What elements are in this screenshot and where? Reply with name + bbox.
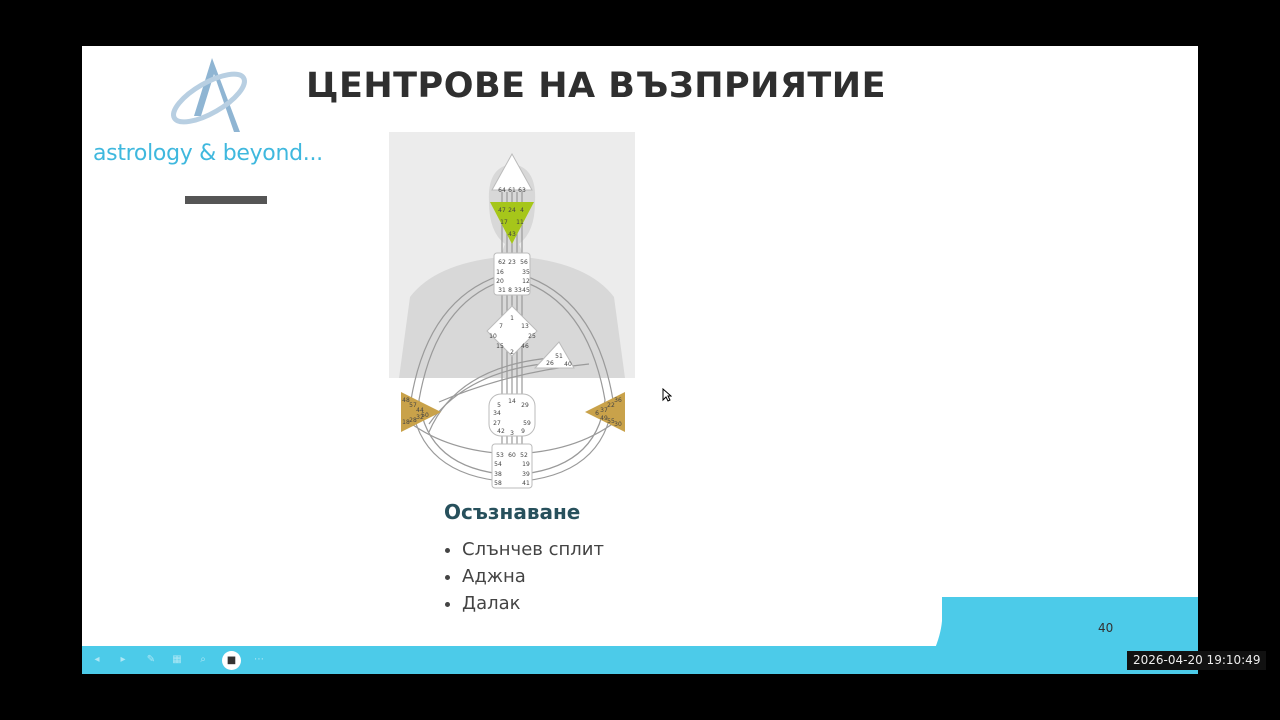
recording-timestamp: 2026-04-20 19:10:49 bbox=[1127, 651, 1267, 670]
slide-title: ЦЕНТРОВЕ НА ВЪЗПРИЯТИЕ bbox=[306, 66, 886, 106]
svg-text:22: 22 bbox=[607, 402, 615, 409]
next-slide-icon[interactable]: ▸ bbox=[120, 654, 126, 665]
svg-text:33: 33 bbox=[514, 287, 522, 294]
svg-text:27: 27 bbox=[493, 420, 501, 427]
svg-text:35: 35 bbox=[522, 269, 530, 276]
svg-text:19: 19 bbox=[522, 461, 530, 468]
svg-text:29: 29 bbox=[521, 402, 529, 409]
svg-text:52: 52 bbox=[520, 452, 528, 459]
gate-24: 24 bbox=[508, 207, 516, 214]
gate-63: 63 bbox=[518, 187, 526, 194]
slide-subtitle: Осъзнаване bbox=[444, 500, 581, 524]
logo: astrology & beyond... bbox=[82, 46, 342, 216]
svg-text:26: 26 bbox=[546, 360, 554, 367]
svg-text:62: 62 bbox=[498, 259, 506, 266]
svg-text:60: 60 bbox=[508, 452, 516, 459]
pen-icon[interactable]: ✎ bbox=[146, 654, 156, 665]
svg-text:28: 28 bbox=[409, 417, 417, 424]
gate-11: 11 bbox=[516, 219, 524, 226]
presentation-toolbar: ◂ ▸ ✎ ▦ ⌕ ■ ⋯ bbox=[82, 646, 382, 674]
svg-text:16: 16 bbox=[496, 269, 504, 276]
svg-text:48: 48 bbox=[402, 397, 410, 404]
svg-text:49: 49 bbox=[600, 415, 608, 422]
gate-64: 64 bbox=[498, 187, 506, 194]
svg-text:6: 6 bbox=[595, 410, 599, 417]
svg-text:59: 59 bbox=[523, 420, 531, 427]
svg-text:39: 39 bbox=[522, 471, 530, 478]
svg-text:13: 13 bbox=[521, 323, 529, 330]
bullet-item: Аджна bbox=[462, 563, 604, 590]
gate-61: 61 bbox=[508, 187, 516, 194]
page-number: 40 bbox=[1098, 621, 1114, 635]
svg-text:1: 1 bbox=[510, 315, 514, 322]
svg-text:23: 23 bbox=[508, 259, 516, 266]
svg-text:55: 55 bbox=[607, 418, 615, 425]
svg-text:51: 51 bbox=[555, 353, 563, 360]
mouse-cursor-icon bbox=[662, 388, 672, 402]
svg-text:9: 9 bbox=[521, 428, 525, 435]
svg-text:42: 42 bbox=[497, 428, 505, 435]
logo-text: astrology & beyond... bbox=[93, 141, 323, 166]
svg-text:31: 31 bbox=[498, 287, 506, 294]
svg-text:34: 34 bbox=[493, 410, 501, 417]
svg-text:36: 36 bbox=[614, 397, 622, 404]
gate-47: 47 bbox=[498, 207, 506, 214]
slides-grid-icon[interactable]: ▦ bbox=[172, 654, 182, 665]
svg-text:45: 45 bbox=[522, 287, 530, 294]
svg-text:2: 2 bbox=[510, 349, 514, 356]
svg-text:40: 40 bbox=[564, 361, 572, 368]
svg-text:10: 10 bbox=[489, 333, 497, 340]
gate-43: 43 bbox=[508, 231, 516, 238]
svg-text:25: 25 bbox=[528, 333, 536, 340]
logo-a-icon bbox=[171, 58, 247, 132]
svg-text:3: 3 bbox=[510, 430, 514, 437]
svg-text:41: 41 bbox=[522, 480, 530, 487]
bullet-list: Слънчев сплит Аджна Далак bbox=[440, 536, 604, 617]
gate-17: 17 bbox=[500, 219, 508, 226]
logo-divider bbox=[185, 196, 267, 204]
svg-text:56: 56 bbox=[520, 259, 528, 266]
svg-text:8: 8 bbox=[508, 287, 512, 294]
camera-icon[interactable]: ■ bbox=[222, 651, 241, 670]
svg-text:46: 46 bbox=[521, 343, 529, 350]
svg-text:57: 57 bbox=[409, 402, 417, 409]
svg-text:54: 54 bbox=[494, 461, 502, 468]
bullet-item: Далак bbox=[462, 590, 604, 617]
svg-text:7: 7 bbox=[499, 323, 503, 330]
svg-text:20: 20 bbox=[496, 278, 504, 285]
svg-text:32: 32 bbox=[416, 414, 424, 421]
svg-text:12: 12 bbox=[522, 278, 530, 285]
svg-text:5: 5 bbox=[497, 402, 501, 409]
svg-text:30: 30 bbox=[614, 421, 622, 428]
svg-text:18: 18 bbox=[402, 419, 410, 426]
svg-text:15: 15 bbox=[496, 343, 504, 350]
svg-text:14: 14 bbox=[508, 398, 516, 405]
more-options-icon[interactable]: ⋯ bbox=[254, 654, 264, 665]
svg-text:53: 53 bbox=[496, 452, 504, 459]
svg-text:37: 37 bbox=[600, 407, 608, 414]
zoom-icon[interactable]: ⌕ bbox=[200, 654, 206, 665]
svg-text:50: 50 bbox=[421, 412, 429, 419]
svg-text:38: 38 bbox=[494, 471, 502, 478]
previous-slide-icon[interactable]: ◂ bbox=[94, 654, 100, 665]
svg-text:44: 44 bbox=[416, 407, 424, 414]
gate-4: 4 bbox=[520, 207, 524, 214]
bullet-item: Слънчев сплит bbox=[462, 536, 604, 563]
presentation-slide: astrology & beyond... ЦЕНТРОВЕ НА ВЪЗПРИ… bbox=[82, 46, 1198, 674]
svg-text:58: 58 bbox=[494, 480, 502, 487]
